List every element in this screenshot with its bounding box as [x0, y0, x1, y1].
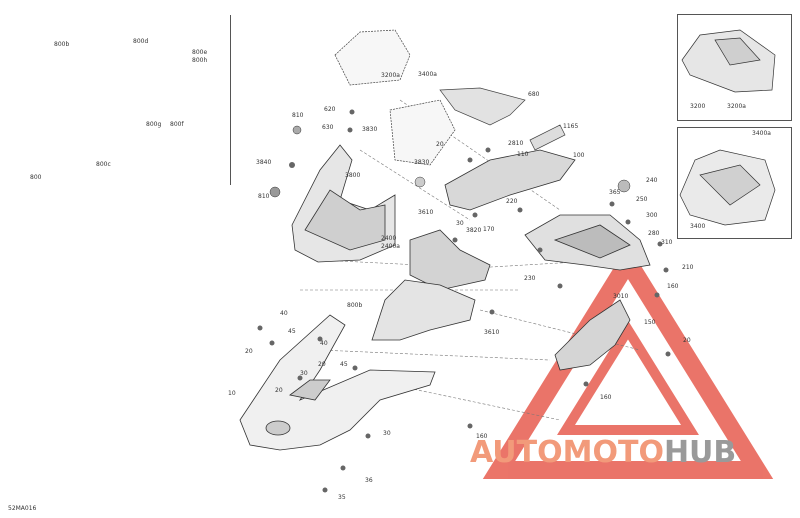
callout-label: 45 [288, 328, 296, 335]
callout-label: 45 [340, 361, 348, 368]
callout-label: 630 [322, 124, 334, 131]
callout-label: 3200a [381, 72, 400, 79]
callout-label: 100 [573, 152, 585, 159]
callout-label: 3400a [418, 71, 437, 78]
callout-label: 3610 [418, 209, 434, 216]
watermark-text: AUTOMOTOHUB [470, 438, 736, 468]
callout-label: 2400 [381, 235, 397, 242]
callout-label: 810 [258, 193, 270, 200]
callout-label: 20 [275, 387, 283, 394]
watermark-part2: HUB [663, 435, 737, 470]
callout-label: 240 [646, 177, 658, 184]
callout-label: 250 [636, 196, 648, 203]
inset-right-top-label: 3200 [690, 103, 706, 110]
callout-label: 3840 [256, 159, 272, 166]
inset-left-label: 800 [30, 174, 42, 181]
inset-right-top-frame [677, 14, 792, 121]
callout-label: 20 [436, 141, 444, 148]
callout-label: 160 [600, 394, 612, 401]
callout-label: 365 [609, 189, 621, 196]
callout-label: 160 [667, 283, 679, 290]
callout-label: 310 [661, 239, 673, 246]
callout-label: 160 [476, 433, 488, 440]
callout-label: 800b [54, 41, 70, 48]
callout-label: 800h [192, 57, 208, 64]
callout-label: 3010 [613, 293, 629, 300]
callout-label: 110 [517, 151, 529, 158]
callout-label: 280 [648, 230, 660, 237]
callout-label: 30 [383, 430, 391, 437]
inset-right-bottom-label: 3400 [690, 223, 706, 230]
callout-label: 3830 [414, 159, 430, 166]
watermark-part1: AUTOMOTO [470, 435, 664, 470]
callout-label: 800f [170, 121, 184, 128]
callout-label: 170 [483, 226, 495, 233]
callout-label: 150 [644, 319, 656, 326]
callout-label: 36 [365, 477, 373, 484]
callout-label: 800d [133, 38, 149, 45]
callout-label: 3610 [484, 329, 500, 336]
callout-label: 800b [347, 302, 363, 309]
callout-label: 30 [456, 220, 464, 227]
callout-label: 35 [338, 494, 346, 501]
callout-label: 20 [318, 361, 326, 368]
callout-label: 230 [524, 275, 536, 282]
callout-label: 40 [320, 340, 328, 347]
diagram-code: 52MA016 [8, 505, 37, 512]
callout-label: 300 [646, 212, 658, 219]
callout-label: 1165 [563, 123, 579, 130]
callout-label: 3800 [345, 172, 361, 179]
callout-label: 20 [245, 348, 253, 355]
callout-label: 20 [683, 337, 691, 344]
callout-label: 3400a [752, 130, 771, 137]
callout-label: 220 [506, 198, 518, 205]
callout-label: 620 [324, 106, 336, 113]
inset-left-frame [26, 15, 231, 185]
callout-label: 800c [96, 161, 111, 168]
callout-label: 30 [300, 370, 308, 377]
callout-label: 2400a [381, 243, 400, 250]
callout-label: 3200a [727, 103, 746, 110]
callout-label: 10 [228, 390, 236, 397]
callout-label: 810 [292, 112, 304, 119]
callout-label: 3830 [362, 126, 378, 133]
callout-label: 800e [192, 49, 208, 56]
callout-label: 40 [280, 310, 288, 317]
callout-label: 2810 [508, 140, 524, 147]
callout-label: 800g [146, 121, 162, 128]
inset-right-bottom-frame [677, 127, 792, 239]
callout-label: 3820 [466, 227, 482, 234]
callout-label: 210 [682, 264, 694, 271]
callout-label: 680 [528, 91, 540, 98]
